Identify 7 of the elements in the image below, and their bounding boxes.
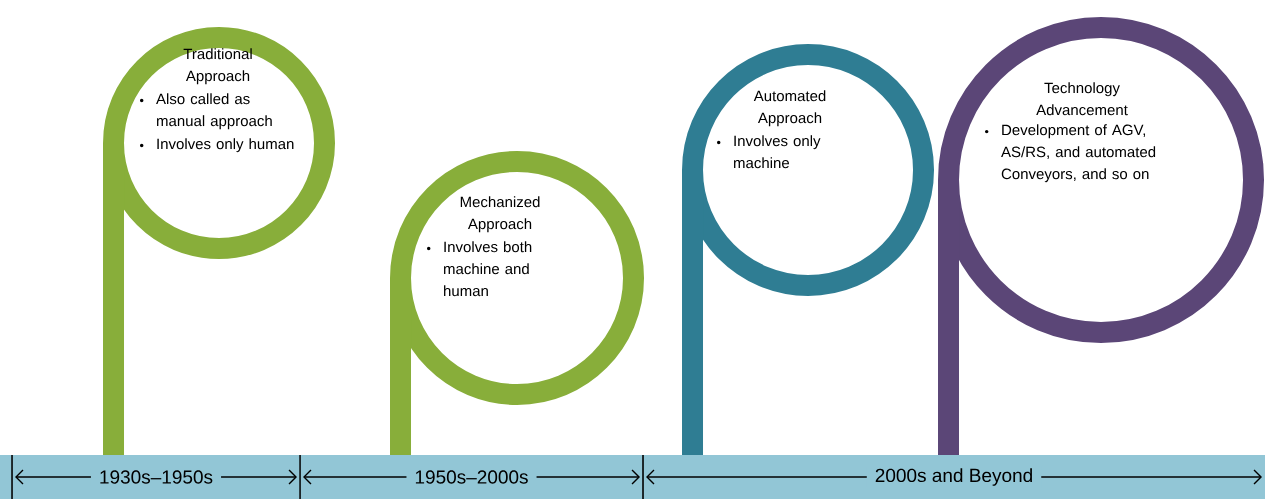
ring-stem: Traditional Approach Also called as manual approach Involves only human (103, 27, 335, 455)
period-label: 2000s and Beyond (866, 466, 1042, 488)
period-label: 1950s–2000s (406, 468, 537, 486)
ring-stem: Automated Approach Involves only machine (682, 44, 934, 455)
period-label: 1930s–1950s (90, 468, 222, 486)
ring-stem: Technology Advancement Development of AGV, AS/RS, and automated Conveyors, and so on (938, 17, 1264, 455)
ring-stem: Mechanized Approach Involves both machine and human (390, 151, 644, 455)
